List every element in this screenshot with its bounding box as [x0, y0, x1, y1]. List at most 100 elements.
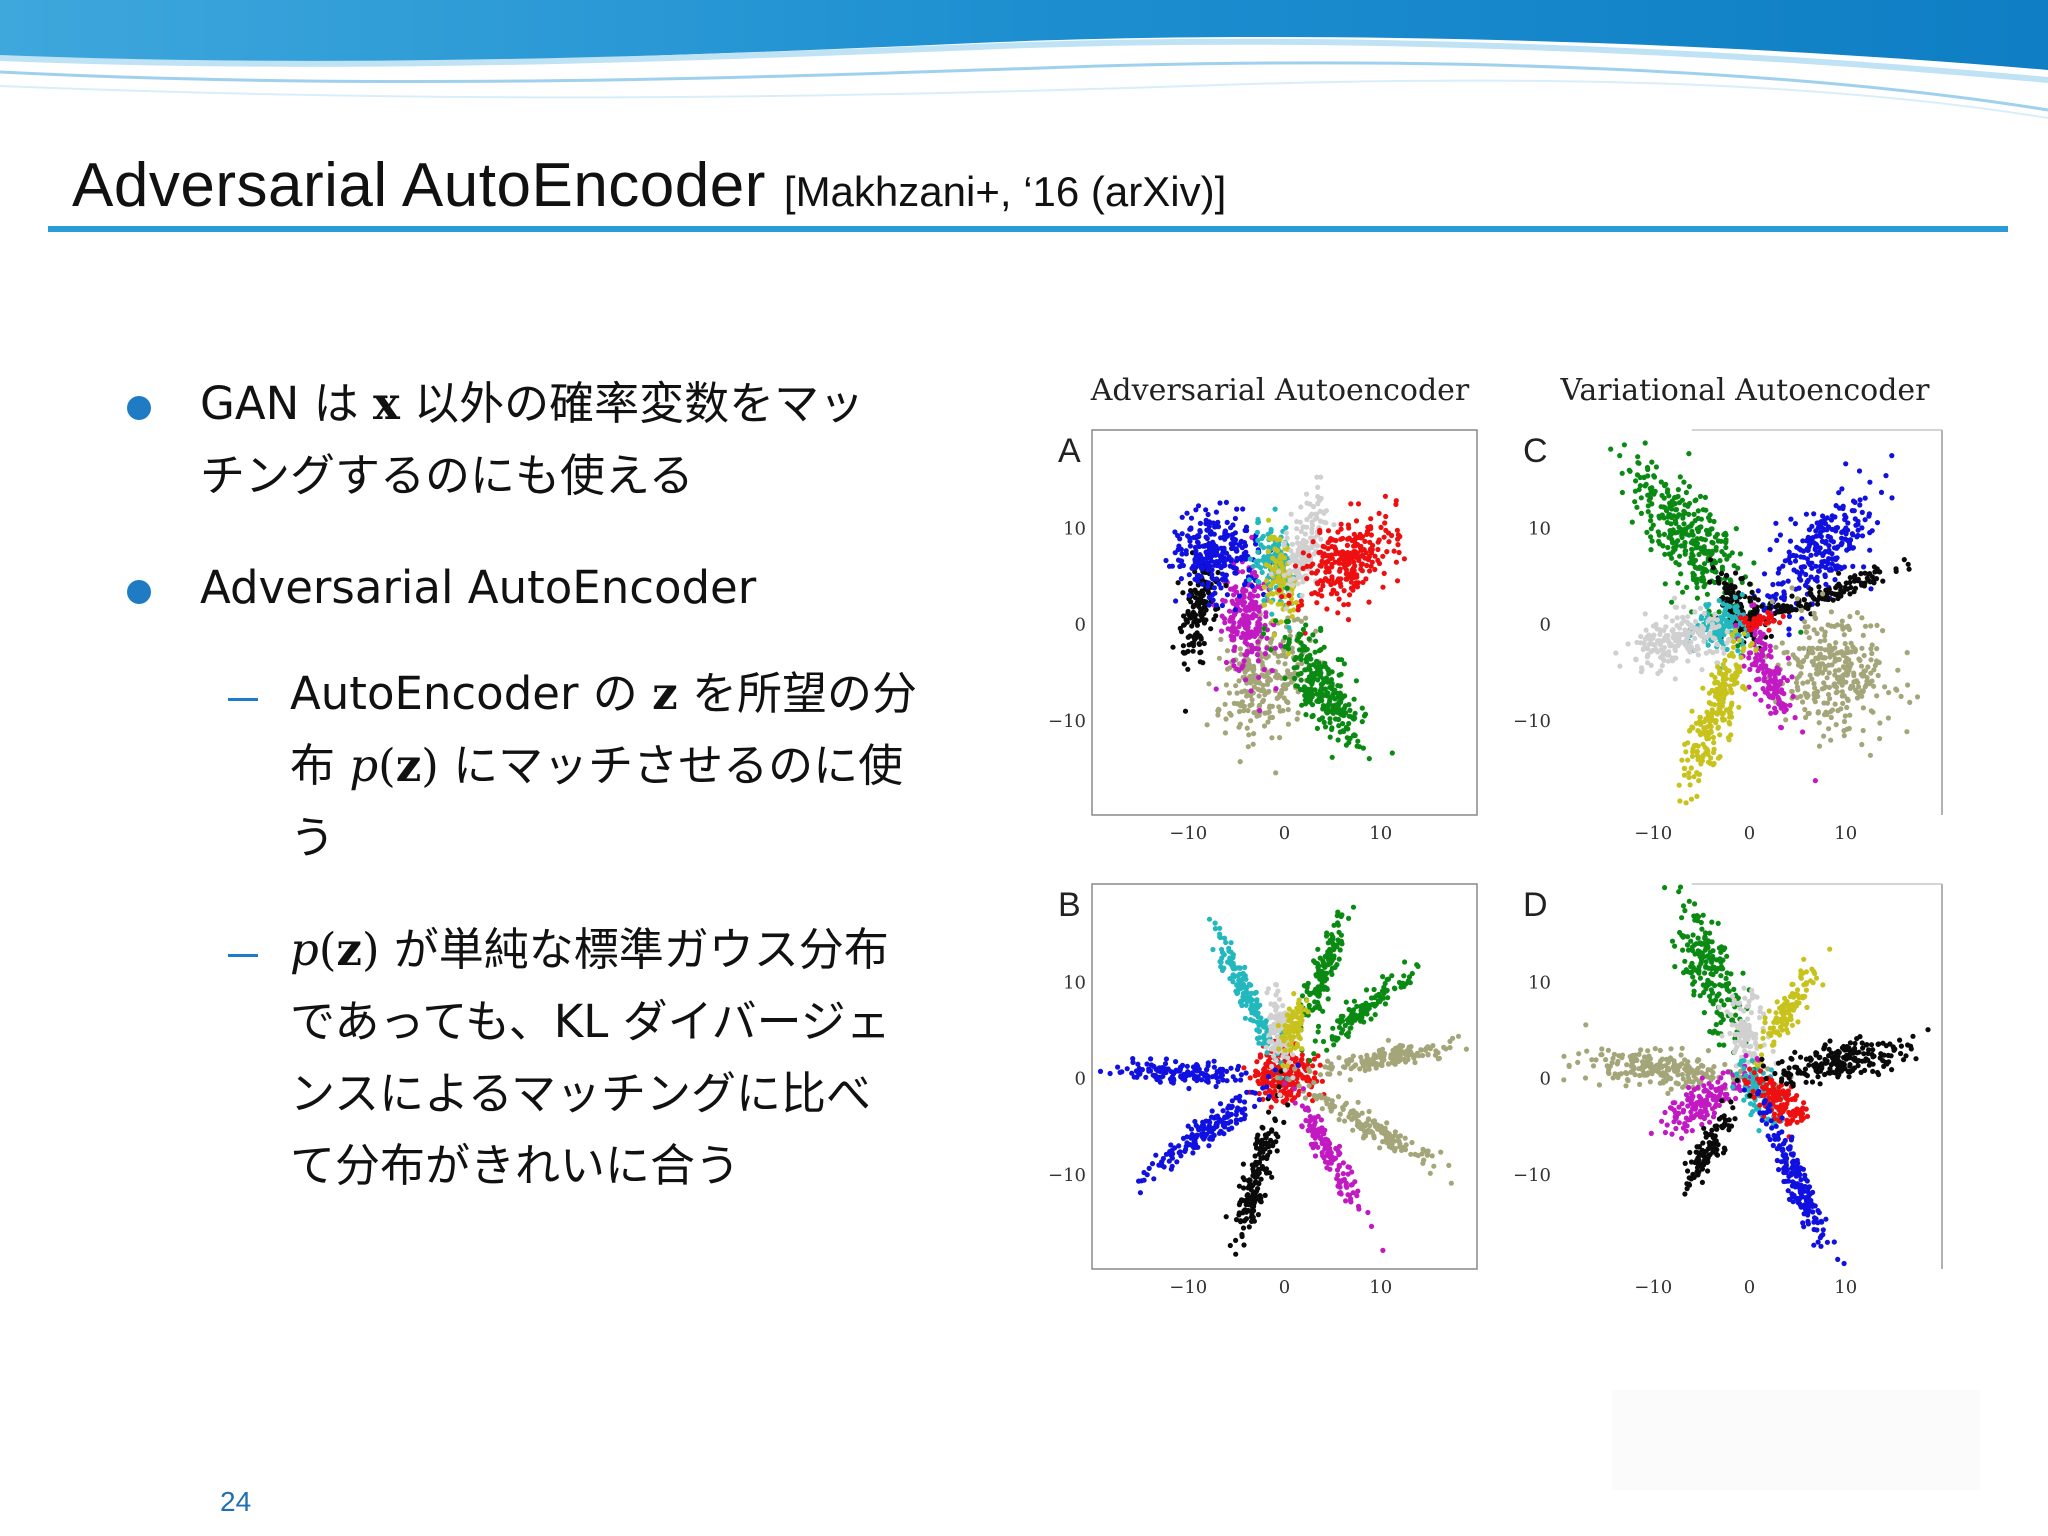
scatter-point-green — [1282, 644, 1288, 650]
scatter-point-red — [1324, 559, 1330, 565]
scatter-point-red — [1310, 539, 1316, 545]
scatter-point-red — [1343, 567, 1349, 573]
scatter-point-olive — [1249, 697, 1255, 703]
scatter-point-olive — [1811, 681, 1817, 687]
scatter-point-olive — [1245, 744, 1251, 750]
scatter-point-green — [1329, 971, 1335, 978]
scatter-point-red — [1295, 607, 1301, 613]
scatter-point-blue — [1215, 519, 1221, 525]
scatter-point-red — [1324, 606, 1330, 612]
scatter-point-green — [1324, 930, 1330, 936]
scatter-point-magenta — [1812, 778, 1818, 784]
scatter-point-black — [1752, 610, 1759, 616]
scatter-point-magenta — [1228, 627, 1234, 633]
scatter-point-green — [1308, 686, 1314, 692]
scatter-point-blue — [1781, 589, 1787, 595]
scatter-point-yellow — [1735, 664, 1741, 671]
scatter-point-blue — [1804, 579, 1810, 585]
scatter-point-lightgray — [1617, 663, 1623, 669]
scatter-point-lightgray — [1304, 544, 1310, 550]
scatter-point-green — [1675, 493, 1681, 500]
scatter-point-green — [1316, 660, 1322, 666]
scatter-point-cyan — [1243, 1002, 1249, 1008]
scatter-point-magenta — [1380, 1247, 1386, 1253]
scatter-point-yellow — [1720, 717, 1726, 723]
scatter-point-red — [1360, 579, 1366, 585]
scatter-point-green — [1335, 1035, 1341, 1041]
scatter-point-green — [1681, 521, 1687, 527]
scatter-point-olive — [1824, 675, 1830, 681]
scatter-point-lightgray — [1720, 645, 1726, 651]
scatter-point-green — [1401, 973, 1407, 979]
scatter-point-green — [1369, 1001, 1375, 1008]
scatter-point-olive — [1287, 674, 1293, 680]
scatter-point-magenta — [1748, 650, 1754, 656]
scatter-point-green — [1304, 983, 1310, 989]
scatter-point-green — [1700, 507, 1706, 513]
scatter-point-red — [1309, 591, 1315, 597]
scatter-point-olive — [1392, 1148, 1398, 1154]
scatter-point-green — [1666, 534, 1672, 540]
scatter-point-olive — [1803, 714, 1809, 721]
scatter-point-blue — [1829, 526, 1835, 532]
scatter-point-red — [1766, 619, 1772, 625]
scatter-point-olive — [1446, 1162, 1452, 1168]
scatter-point-yellow — [1711, 746, 1717, 752]
scatter-point-blue — [1857, 502, 1863, 508]
scatter-point-yellow — [1273, 558, 1279, 564]
scatter-point-magenta — [1245, 604, 1251, 610]
scatter-point-magenta — [1312, 1153, 1319, 1159]
scatter-point-red — [1335, 610, 1341, 616]
scatter-point-green — [1325, 690, 1331, 696]
scatter-point-green — [1678, 571, 1684, 577]
scatter-point-red — [1304, 576, 1310, 582]
scatter-point-green — [1653, 464, 1659, 470]
scatter-point-cyan — [1237, 971, 1243, 977]
scatter-point-black — [1189, 623, 1195, 629]
scatter-point-black — [1223, 1214, 1229, 1220]
scatter-point-green — [1336, 956, 1342, 962]
scatter-point-blue — [1861, 564, 1867, 570]
scatter-point-green — [1385, 995, 1391, 1001]
scatter-point-green — [1312, 960, 1318, 966]
scatter-point-green — [1316, 972, 1322, 978]
scatter-point-olive — [1807, 672, 1813, 678]
scatter-point-lightgray — [1688, 622, 1694, 629]
scatter-point-blue — [1210, 547, 1216, 553]
scatter-point-green — [1349, 1020, 1355, 1026]
scatter-point-olive — [1781, 650, 1787, 656]
scatter-point-green — [1331, 690, 1337, 696]
scatter-point-green — [1311, 1051, 1317, 1057]
scatter-point-black — [1815, 601, 1821, 607]
scatter-point-green — [1638, 495, 1644, 501]
scatter-point-yellow — [1287, 608, 1293, 614]
scatter-point-black — [1201, 640, 1207, 647]
scatter-point-olive — [1277, 735, 1283, 741]
scatter-point-olive — [1877, 736, 1883, 742]
scatter-point-blue — [1859, 509, 1865, 515]
y-tick-label: 10 — [1063, 518, 1086, 539]
scatter-point-magenta — [1789, 674, 1795, 680]
scatter-point-blue — [1850, 498, 1857, 504]
scatter-point-olive — [1846, 626, 1852, 633]
scatter-point-green — [1341, 705, 1347, 711]
scatter-point-olive — [1237, 759, 1243, 765]
scatter-point-red — [1254, 1059, 1260, 1065]
scatter-point-magenta — [1262, 651, 1268, 657]
scatter-point-olive — [1813, 615, 1819, 622]
scatter-point-olive — [1817, 653, 1823, 659]
scatter-point-magenta — [1327, 1145, 1333, 1151]
scatter-point-black — [1873, 576, 1880, 582]
scatter-point-red — [1306, 553, 1312, 559]
scatter-point-lightgray — [1683, 638, 1689, 644]
scatter-point-yellow — [1706, 690, 1712, 696]
scatter-point-green — [1313, 638, 1319, 644]
scatter-point-olive — [1826, 691, 1832, 698]
scatter-point-green — [1361, 713, 1368, 719]
scatter-point-green — [1359, 705, 1365, 711]
scatter-point-black — [1733, 570, 1739, 576]
scatter-point-black — [1170, 644, 1176, 650]
scatter-point-green — [1402, 959, 1408, 965]
scatter-point-black — [1255, 1167, 1261, 1173]
x-tick-label: 0 — [1279, 823, 1290, 844]
